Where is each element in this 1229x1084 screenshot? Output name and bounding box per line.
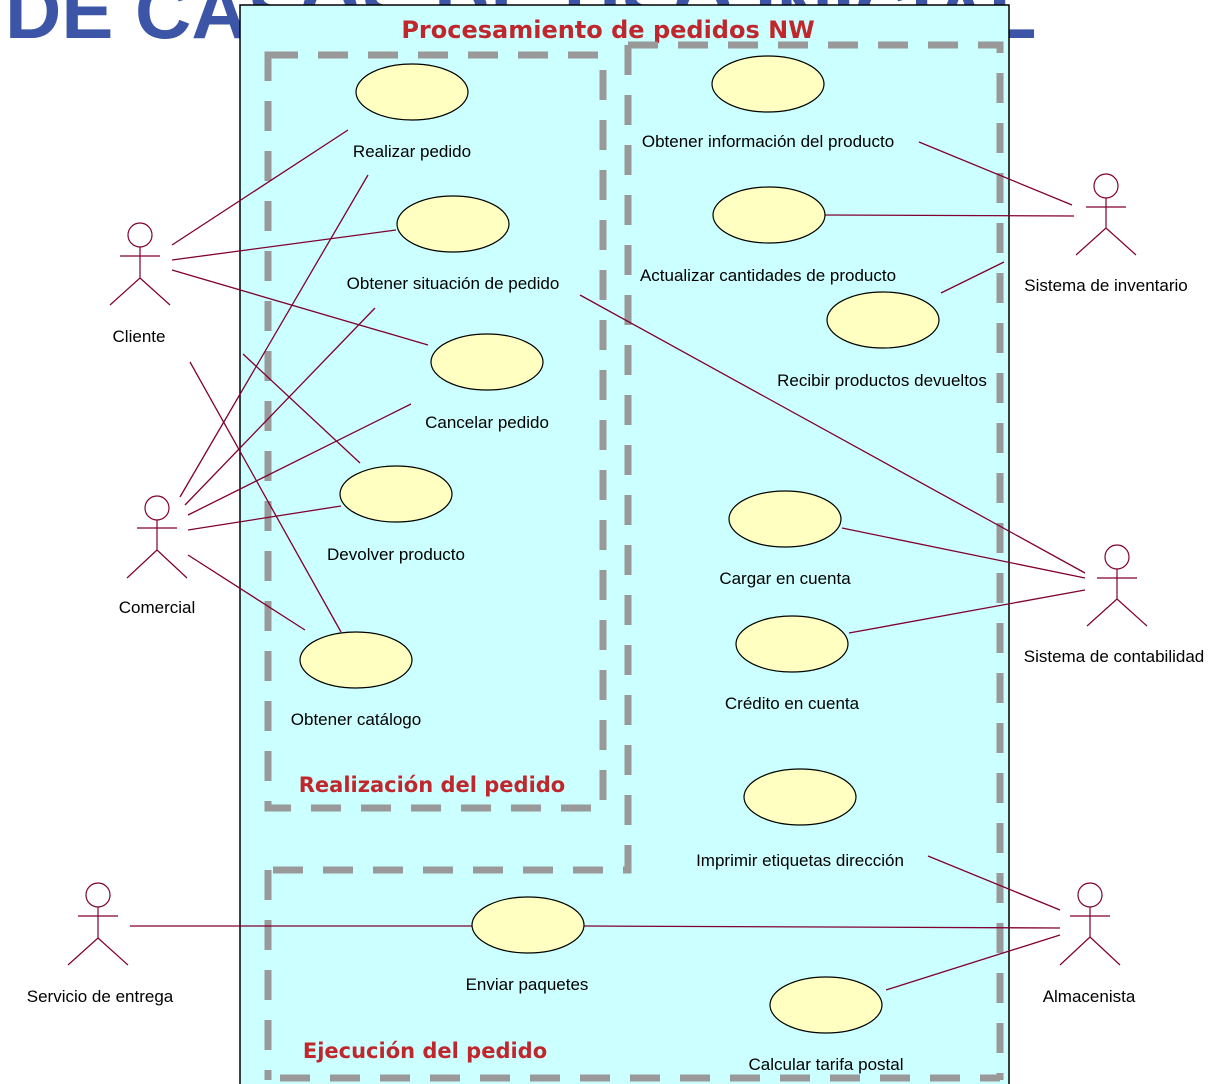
usecase-calcular-tarifa-label: Calcular tarifa postal (749, 1055, 904, 1074)
usecase-cancelar-pedido-label: Cancelar pedido (425, 413, 549, 432)
usecase-obtener-situacion-label: Obtener situación de pedido (347, 274, 560, 293)
system-boundary-title: Procesamiento de pedidos NW (401, 16, 814, 44)
actor-servicio-entrega-head (85, 882, 111, 908)
usecase-cargar-en-cuenta[interactable] (728, 490, 842, 548)
usecase-credito-en-cuenta[interactable] (735, 615, 849, 673)
actor-cliente-body (109, 247, 171, 306)
system-boundary (239, 4, 1010, 1084)
actor-comercial-head (144, 495, 170, 521)
usecase-realizar-pedido[interactable] (355, 63, 469, 121)
actor-sistema-contabilidad-head (1104, 544, 1130, 570)
assoc-recibir-inventario (940, 261, 1005, 294)
assoc-cliente-devolver (242, 353, 361, 464)
actor-sistema-inventario-body (1075, 198, 1137, 256)
package-borders (264, 41, 1004, 1082)
package-outer-border (628, 41, 1004, 1080)
associations (130, 129, 1086, 991)
usecase-devolver-producto-label: Devolver producto (327, 545, 465, 564)
use-cases: Realizar pedido Obtener situación de ped… (291, 55, 987, 1074)
assoc-imprimir-almacenista (927, 855, 1061, 911)
assoc-actualizar-inventario (824, 214, 1075, 217)
actor-sistema-contabilidad-label: Sistema de contabilidad (1024, 647, 1205, 666)
assoc-situacion-contabilidad (579, 294, 1086, 574)
assoc-credito-contabilidad (848, 589, 1086, 634)
package-title-ejecucion: Ejecución del pedido (303, 1039, 547, 1063)
usecase-actualizar-cantidades-label: Actualizar cantidades de producto (640, 266, 896, 285)
actor-sistema-inventario-head (1093, 173, 1119, 199)
assoc-comercial-catalogo (187, 554, 306, 631)
usecase-imprimir-etiquetas-label: Imprimir etiquetas dirección (696, 851, 904, 870)
assoc-comercial-situacion (184, 307, 376, 506)
actor-almacenista-head (1077, 882, 1103, 908)
usecase-imprimir-etiquetas[interactable] (743, 768, 857, 826)
actor-cliente[interactable] (109, 222, 171, 306)
usecase-calcular-tarifa[interactable] (769, 976, 883, 1034)
usecase-realizar-pedido-label: Realizar pedido (353, 142, 471, 161)
assoc-cliente-realizar (171, 129, 349, 246)
assoc-comercial-devolver (187, 505, 342, 531)
actor-servicio-entrega[interactable] (67, 882, 129, 966)
usecase-obtener-informacion-label: Obtener información del producto (642, 132, 894, 151)
assoc-info-inventario (918, 141, 1073, 206)
actor-sistema-contabilidad[interactable] (1086, 544, 1148, 627)
usecase-cancelar-pedido[interactable] (430, 333, 544, 391)
actor-sistema-contabilidad-body (1086, 569, 1148, 627)
usecase-obtener-catalogo-label: Obtener catálogo (291, 710, 421, 729)
actor-sistema-inventario-label: Sistema de inventario (1024, 276, 1187, 295)
assoc-cargar-contabilidad (841, 527, 1086, 579)
actor-sistema-inventario[interactable] (1075, 173, 1137, 256)
usecase-enviar-paquetes[interactable] (471, 896, 585, 954)
package-title-realizacion: Realización del pedido (299, 773, 565, 797)
actor-servicio-entrega-label: Servicio de entrega (27, 987, 174, 1006)
assoc-comercial-realizar (179, 174, 369, 498)
actor-comercial[interactable] (126, 495, 188, 579)
actor-almacenista-label: Almacenista (1043, 987, 1136, 1006)
usecase-actualizar-cantidades[interactable] (712, 186, 826, 244)
usecase-credito-en-cuenta-label: Crédito en cuenta (725, 694, 860, 713)
package-inner-divider (268, 45, 632, 874)
actor-almacenista[interactable] (1059, 882, 1121, 966)
actor-almacenista-body (1059, 907, 1121, 966)
package-ejecucion-border (264, 870, 1000, 1082)
usecase-obtener-catalogo[interactable] (299, 631, 413, 689)
usecase-cargar-en-cuenta-label: Cargar en cuenta (719, 569, 851, 588)
assoc-tarifa-almacenista (885, 934, 1061, 991)
assoc-cliente-cancelar (171, 269, 429, 346)
actor-servicio-entrega-body (67, 907, 129, 966)
usecase-obtener-informacion[interactable] (711, 55, 825, 113)
actor-cliente-head (127, 222, 153, 248)
usecase-obtener-situacion[interactable] (396, 195, 510, 253)
assoc-comercial-cancelar (187, 403, 412, 516)
actor-comercial-body (126, 520, 188, 579)
usecase-recibir-productos-label: Recibir productos devueltos (777, 371, 987, 390)
usecase-devolver-producto[interactable] (339, 465, 453, 523)
usecase-enviar-paquetes-label: Enviar paquetes (466, 975, 589, 994)
usecase-recibir-productos[interactable] (826, 291, 940, 349)
assoc-cliente-catalogo (189, 361, 342, 633)
assoc-enviar-almacenista (583, 925, 1061, 929)
actor-cliente-label: Cliente (113, 327, 166, 346)
package-realizacion-border (264, 51, 607, 812)
actor-comercial-label: Comercial (119, 598, 196, 617)
assoc-cliente-situacion (171, 229, 397, 261)
